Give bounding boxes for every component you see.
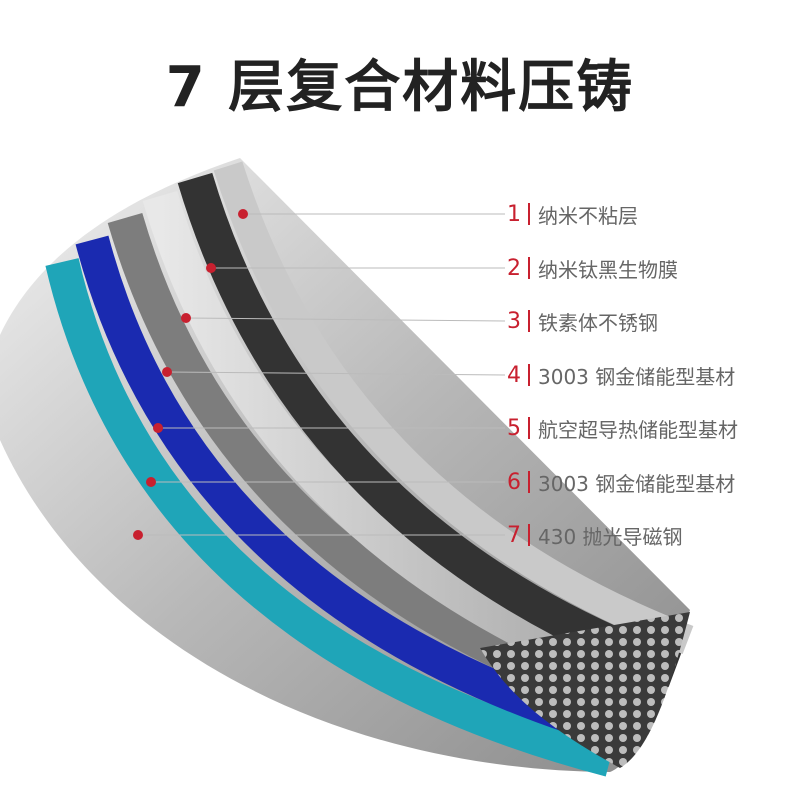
layer-name: 纳米不粘层 [538, 203, 638, 228]
layer-number: 1 [507, 201, 521, 227]
layer-name: 铁素体不锈钢 [538, 310, 658, 335]
layer-label-7: 7 430 抛光导磁钢 [506, 520, 683, 550]
divider [528, 471, 530, 493]
layer-label-1: 1 纳米不粘层 [506, 199, 638, 229]
page-title: 7 层复合材料压铸 [165, 55, 635, 120]
layer-label-4: 4 3003 钢金储能型基材 [506, 360, 735, 390]
divider [528, 257, 530, 279]
divider [528, 364, 530, 386]
layer-label-6: 6 3003 钢金储能型基材 [506, 467, 735, 497]
layer-name: 航空超导热储能型基材 [538, 417, 738, 442]
layer-number: 2 [507, 255, 521, 281]
layer-number: 4 [507, 362, 521, 388]
divider [528, 524, 530, 546]
layer-name: 3003 钢金储能型基材 [538, 471, 736, 496]
layer-1-top [213, 161, 694, 655]
layer-name: 3003 钢金储能型基材 [538, 364, 736, 389]
layer-6-cyan [45, 258, 615, 777]
layer-label-3: 3 铁素体不锈钢 [506, 306, 658, 336]
layer-label-2: 2 纳米钛黑生物膜 [506, 253, 678, 283]
layer-5-blue [75, 235, 635, 752]
layer-2-dark [177, 172, 682, 687]
divider [528, 310, 530, 332]
layer-name: 纳米钛黑生物膜 [538, 257, 678, 282]
layer-number: 7 [507, 522, 521, 548]
divider [528, 417, 530, 439]
layer-number: 5 [507, 415, 521, 441]
layer-label-5: 5 航空超导热储能型基材 [506, 413, 738, 443]
layer-dots [133, 209, 248, 540]
layer-number: 6 [507, 469, 521, 495]
honeycomb-surface [480, 612, 690, 768]
layer-name: 430 抛光导磁钢 [538, 524, 683, 549]
leader-lines [138, 213, 506, 536]
divider [528, 203, 530, 225]
layer-number: 3 [507, 308, 521, 334]
